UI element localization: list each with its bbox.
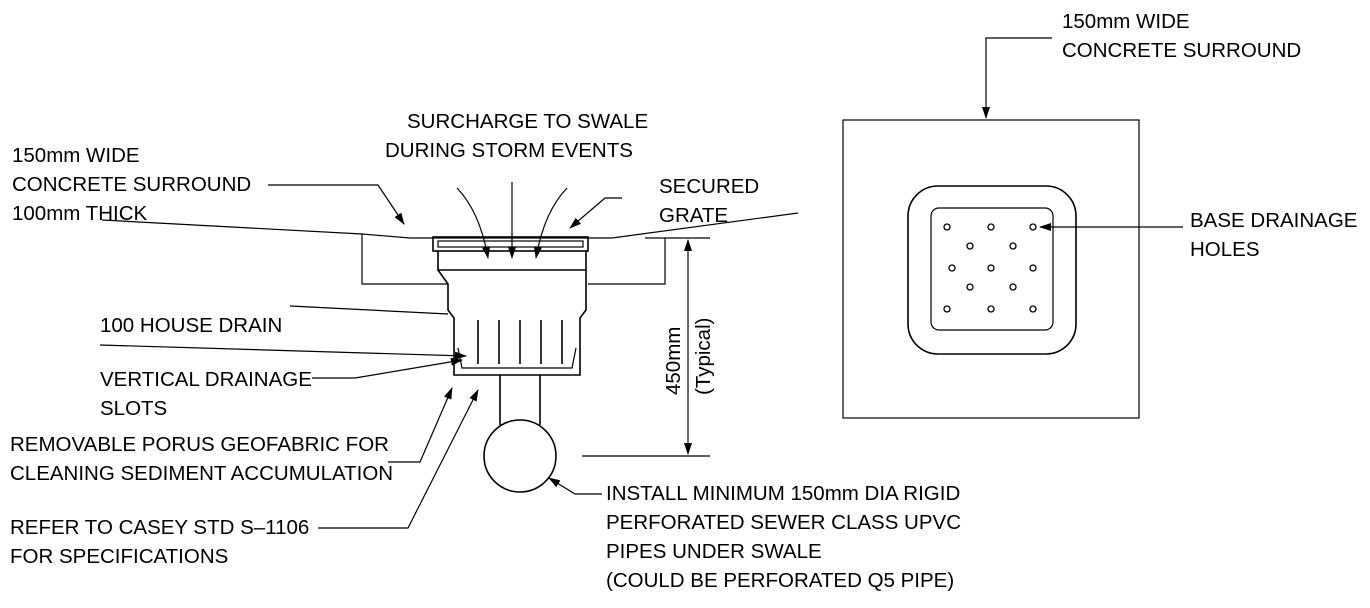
secured-grate-line1: SECURED (659, 175, 759, 198)
leader-lines (99, 184, 622, 529)
secured-grate-line2: GRATE (659, 204, 728, 227)
vertical-slots-line1: VERTICAL DRAINAGE (100, 368, 312, 391)
pit-body (437, 269, 587, 376)
pit-inner-liner (457, 347, 577, 369)
dimension-450 (582, 237, 710, 457)
pipe-line3: PIPES UNDER SWALE (606, 540, 822, 563)
plan-surround-leader (982, 37, 1052, 119)
plan-concrete-surround (842, 119, 1140, 419)
surround-plan-line1: 150mm WIDE (1062, 10, 1190, 33)
surround-left-line1: 150mm WIDE (12, 144, 140, 167)
surcharge-arrows (456, 182, 568, 259)
house-drain-label: 100 HOUSE DRAIN (100, 314, 282, 337)
annotations: 150mm WIDE CONCRETE SURROUND 100mm THICK… (10, 10, 1357, 592)
dimension-value: 450mm (662, 327, 685, 395)
refer-line1: REFER TO CASEY STD S–1106 (10, 516, 309, 539)
base-holes-line1: BASE DRAINAGE (1190, 209, 1357, 232)
dimension-note: (Typical) (692, 318, 715, 395)
surcharge-line2: DURING STORM EVENTS (385, 139, 633, 162)
pipe-line2: PERFORATED SEWER CLASS UPVC (606, 511, 961, 534)
secured-grate (432, 236, 589, 252)
section-view (99, 182, 799, 529)
vertical-slots-line2: SLOTS (100, 397, 167, 420)
concrete-surround-outline (361, 234, 666, 285)
base-drainage-holes (943, 223, 1037, 313)
ground-line-right (611, 212, 799, 239)
geofabric-line1: REMOVABLE PORUS GEOFABRIC FOR (10, 433, 389, 456)
geofabric-line2: CLEANING SEDIMENT ACCUMULATION (10, 462, 393, 485)
base-holes-line2: HOLES (1190, 238, 1260, 261)
plan-pit-outer (907, 185, 1077, 355)
perforated-pipe (483, 419, 557, 493)
pit-neck (437, 251, 587, 271)
surcharge-line1: SURCHARGE TO SWALE (407, 110, 648, 133)
surround-plan-line2: CONCRETE SURROUND (1062, 39, 1301, 62)
surround-left-line2: CONCRETE SURROUND (12, 173, 251, 196)
plan-view (842, 37, 1183, 419)
ground-line-left (101, 219, 411, 239)
pipe-line4: (COULD BE PERFORATED Q5 PIPE) (606, 569, 954, 592)
grate-inner (437, 240, 584, 248)
pipe-line1: INSTALL MINIMUM 150mm DIA RIGID (606, 482, 960, 505)
refer-line2: FOR SPECIFICATIONS (10, 545, 228, 568)
surround-left-line3: 100mm THICK (12, 202, 148, 225)
outlet-pipe (499, 375, 541, 425)
plan-pit-inner (930, 207, 1054, 331)
vertical-drainage-slots (477, 320, 563, 364)
